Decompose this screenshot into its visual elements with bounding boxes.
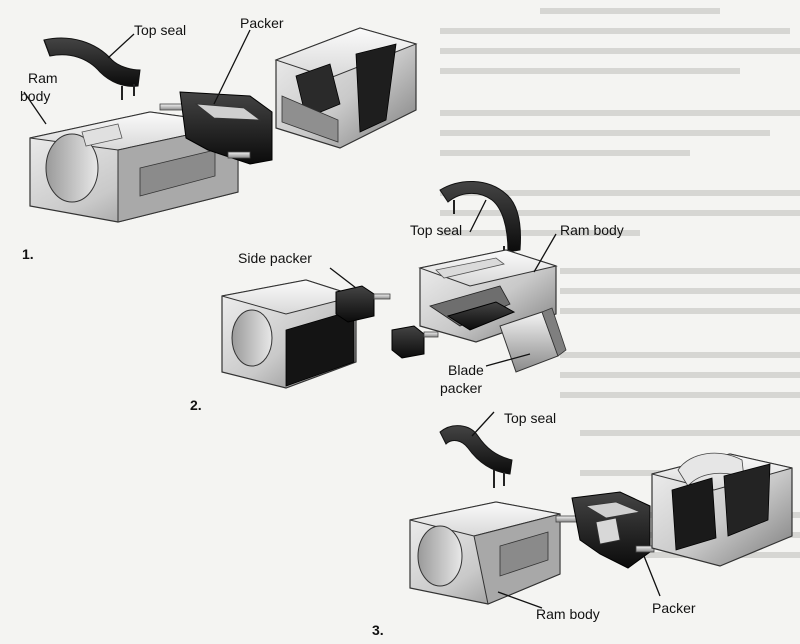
label-side-packer: Side packer bbox=[238, 250, 312, 266]
label-ram-body-2: Ram body bbox=[560, 222, 624, 238]
top-seal-part bbox=[43, 37, 141, 100]
top-seal-part bbox=[439, 425, 513, 488]
panel-number-1: 1. bbox=[22, 246, 34, 262]
leader-line-packer-3 bbox=[643, 555, 661, 597]
side-packer-lower-part bbox=[391, 325, 439, 359]
panel-number-2: 2. bbox=[190, 397, 202, 413]
leader-line-packer-1 bbox=[213, 29, 251, 105]
label-top-seal-3: Top seal bbox=[504, 410, 557, 426]
opposing-ram-body-part bbox=[274, 27, 418, 149]
leader-lines bbox=[23, 29, 661, 609]
panel-number-3: 3. bbox=[372, 622, 384, 638]
panel-3-assembly bbox=[409, 425, 793, 605]
label-top-seal-2: Top seal bbox=[410, 222, 463, 238]
ram-body-part bbox=[409, 501, 561, 605]
packer-part bbox=[555, 491, 655, 569]
leader-line-ram-body-1 bbox=[23, 91, 47, 125]
label-packer-3: Packer bbox=[652, 600, 696, 616]
label-ram-body-1-line2: body bbox=[20, 88, 51, 104]
label-blade-packer-line1: Blade bbox=[448, 362, 484, 378]
blade-packer-part bbox=[446, 301, 567, 373]
panel-2-assembly bbox=[221, 180, 567, 389]
label-blade-packer-line2: packer bbox=[440, 380, 483, 396]
leader-line-top-seal-3 bbox=[471, 411, 495, 437]
side-packer-part bbox=[335, 285, 391, 323]
label-packer-1: Packer bbox=[240, 15, 284, 31]
leader-line-ram-body-3 bbox=[497, 591, 543, 609]
opposing-ram-body-part bbox=[651, 452, 793, 567]
label-top-seal-1: Top seal bbox=[134, 22, 187, 38]
packer-part bbox=[159, 91, 273, 165]
ram-body-part bbox=[221, 279, 358, 389]
leader-line-top-seal-1 bbox=[107, 33, 135, 59]
leader-line-side-packer bbox=[329, 267, 357, 289]
leader-line-blade-packer bbox=[485, 353, 531, 367]
panel-1-assembly bbox=[29, 27, 418, 223]
leader-line-ram-body-2 bbox=[533, 233, 557, 273]
label-ram-body-1-line1: Ram bbox=[28, 70, 58, 86]
label-ram-body-3: Ram body bbox=[536, 606, 600, 622]
leader-line-top-seal-2 bbox=[469, 199, 487, 233]
